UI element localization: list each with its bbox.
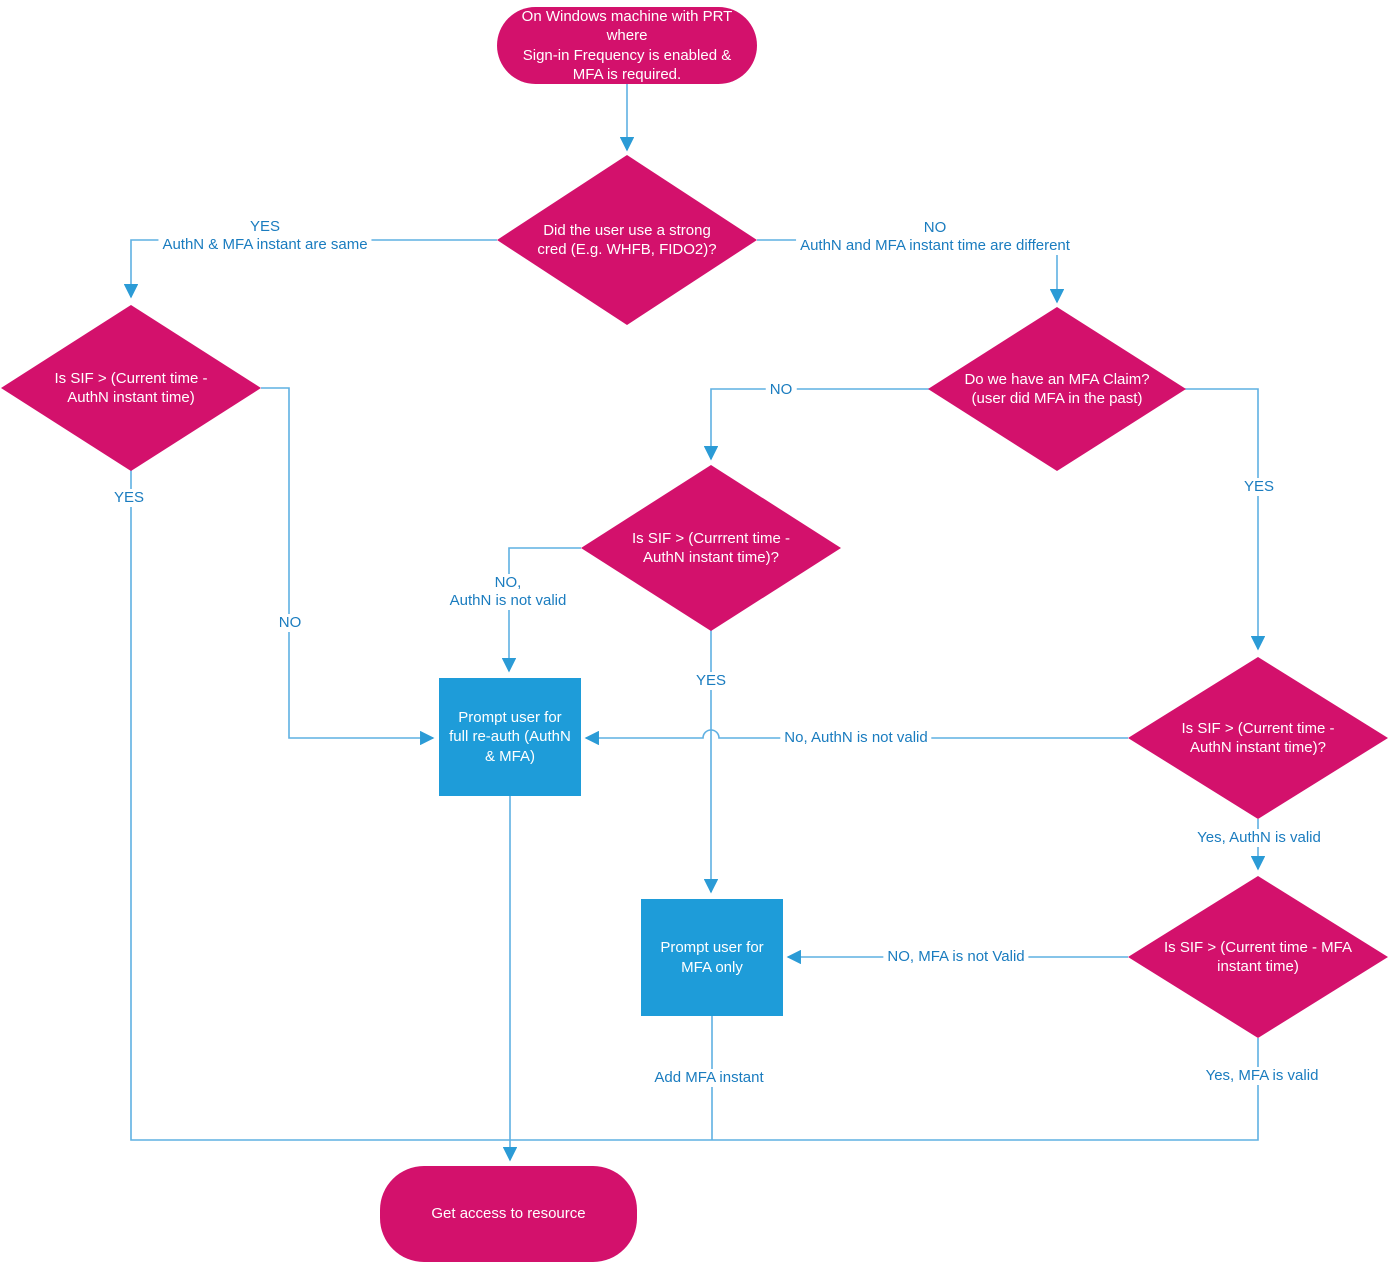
prompt-full-reauth-shape [439, 678, 581, 796]
edge-label-yes-left: YES [109, 489, 149, 507]
edge-label-yes-same: YES AuthN & MFA instant are same [158, 218, 372, 254]
edge-label-yes-authn-valid: Yes, AuthN is valid [1193, 829, 1325, 847]
sif-authn-right-label: Is SIF > (Current time - AuthN instant t… [1181, 719, 1335, 756]
prompt-mfa-only-shape [641, 899, 783, 1016]
edge-sifmid-no [501, 547, 581, 673]
edge-label-no-different: NO AuthN and MFA instant time are differ… [796, 219, 1074, 255]
node-mfa-claim-decision: Do we have an MFA Claim? (user did MFA i… [928, 307, 1186, 471]
sif-authn-mid-label: Is SIF > (Currrent time - AuthN instant … [632, 529, 790, 566]
node-prompt-mfa-only: Prompt user for MFA only [641, 899, 783, 1016]
edge-label-no-left: NO [274, 614, 306, 632]
prompt-mfa-only-label: Prompt user for MFA only [660, 939, 764, 976]
sif-authn-left-label: Is SIF > (Current time - AuthN instant t… [54, 369, 208, 406]
edge-sifmfa-yes-collector [510, 1038, 1259, 1141]
edge-label-yes-mfa-valid: Yes, MFA is valid [1201, 1067, 1323, 1085]
edge-sifright-no [584, 729, 1128, 746]
sif-mfa-right-label: Is SIF > (Current time - MFA instant tim… [1164, 938, 1352, 975]
edge-mfaclaim-no [703, 388, 930, 461]
strong-cred-label: Did the user use a strong cred (E.g. WHF… [537, 221, 717, 258]
node-strong-cred-decision: Did the user use a strong cred (E.g. WHF… [497, 155, 757, 325]
edge-sifleft-no [261, 387, 435, 746]
edge-label-add-mfa-instant: Add MFA instant [650, 1069, 768, 1087]
end-shape [380, 1166, 637, 1262]
node-sif-mfa-right-decision: Is SIF > (Current time - MFA instant tim… [1128, 876, 1388, 1038]
node-sif-authn-left-decision: Is SIF > (Current time - AuthN instant t… [1, 305, 261, 471]
edge-label-yes-mid: YES [691, 672, 731, 690]
node-end: Get access to resource [380, 1166, 637, 1262]
edge-strongcred-yes [123, 239, 497, 299]
node-prompt-full-reauth: Prompt user for full re-auth (AuthN & MF… [439, 678, 581, 796]
mfa-claim-label: Do we have an MFA Claim? (user did MFA i… [964, 370, 1150, 407]
start-label: On Windows machine with PRT where Sign-i… [521, 8, 733, 83]
edge-label-no-claim: NO [765, 381, 797, 399]
edge-label-no-authn-right: No, AuthN is not valid [780, 729, 932, 747]
edge-label-no-mfa-valid: NO, MFA is not Valid [883, 948, 1029, 966]
edge-label-no-authn-mid: NO, AuthN is not valid [445, 574, 571, 610]
end-label: Get access to resource [431, 1205, 586, 1223]
edge-sifleft-yes-collector [130, 470, 510, 1141]
edge-mfaclaim-yes [1185, 388, 1266, 651]
node-start: On Windows machine with PRT where Sign-i… [497, 7, 757, 84]
prompt-full-reauth-label: Prompt user for full re-auth (AuthN & MF… [449, 709, 571, 765]
start-shape [497, 7, 757, 84]
edge-label-yes-claim: YES [1239, 478, 1279, 496]
node-sif-authn-mid-decision: Is SIF > (Currrent time - AuthN instant … [581, 465, 841, 631]
node-sif-authn-right-decision: Is SIF > (Current time - AuthN instant t… [1128, 657, 1388, 819]
